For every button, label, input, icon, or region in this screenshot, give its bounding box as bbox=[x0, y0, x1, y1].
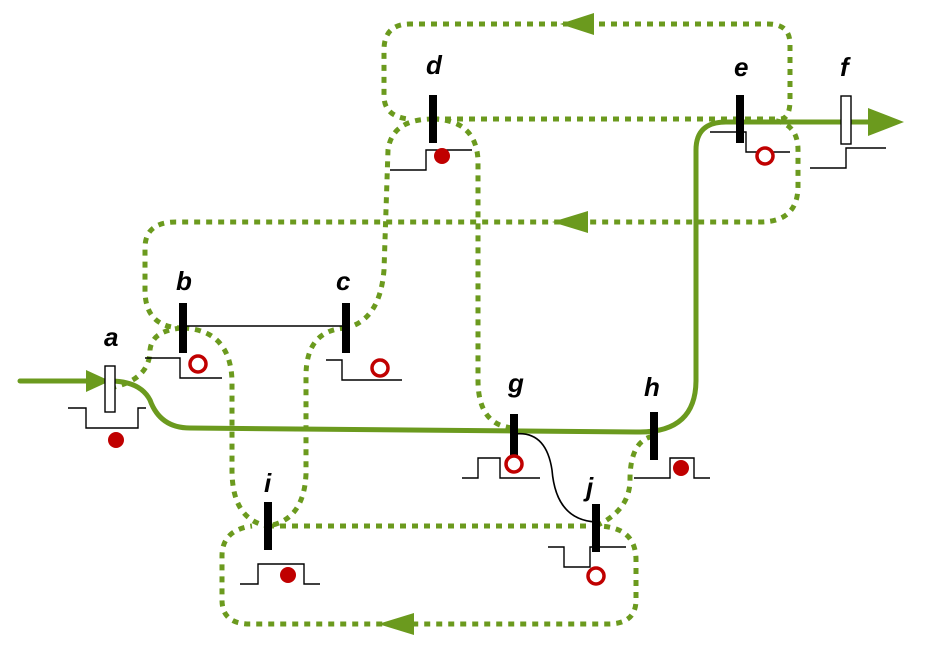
loop-top bbox=[381, 21, 793, 122]
main-flow bbox=[17, 108, 904, 435]
node-bars bbox=[104, 95, 852, 552]
node-label-i: i bbox=[264, 468, 272, 498]
token-j bbox=[586, 566, 606, 586]
step-signals bbox=[68, 131, 886, 585]
loop-b-i bbox=[182, 325, 269, 529]
dotted-loops bbox=[109, 13, 801, 635]
node-label-f: f bbox=[840, 52, 851, 82]
loop-d-g-right bbox=[432, 116, 515, 431]
signal-d bbox=[390, 149, 472, 171]
bar-d bbox=[429, 95, 437, 143]
thin-links bbox=[183, 325, 597, 523]
node-label-h: h bbox=[644, 372, 660, 402]
tokens bbox=[108, 146, 775, 586]
link-g-j bbox=[513, 432, 597, 523]
bar-b bbox=[179, 303, 187, 353]
signal-j bbox=[548, 546, 626, 568]
loop-c-i bbox=[267, 325, 347, 529]
token-e bbox=[755, 146, 775, 166]
signal-c bbox=[326, 359, 402, 381]
signal-h bbox=[634, 457, 710, 479]
token-i bbox=[280, 567, 296, 583]
loop-j-h bbox=[594, 433, 655, 529]
token-g bbox=[504, 454, 524, 474]
bar-i bbox=[264, 502, 272, 550]
token-a bbox=[108, 432, 124, 448]
signal-e bbox=[710, 131, 790, 153]
signal-f bbox=[810, 147, 886, 169]
token-d bbox=[434, 148, 450, 164]
arrow-top-loop bbox=[560, 13, 594, 35]
signal-b bbox=[145, 357, 222, 379]
loop-d-g bbox=[345, 116, 434, 331]
arrow-upper-loop bbox=[552, 211, 588, 233]
loop-bottom bbox=[219, 523, 639, 627]
loop-a-b bbox=[109, 325, 184, 391]
node-label-c: c bbox=[336, 266, 351, 296]
flow-input-arrow bbox=[86, 370, 110, 392]
bar-e bbox=[736, 95, 744, 143]
token-h bbox=[673, 460, 689, 476]
bar-j bbox=[592, 504, 600, 552]
bar-g bbox=[510, 414, 518, 462]
signal-a bbox=[68, 407, 146, 429]
bar-a bbox=[104, 365, 116, 413]
flow-output-arrow bbox=[868, 108, 904, 136]
node-label-a: a bbox=[104, 322, 118, 352]
node-labels: a b c d e f g h i j bbox=[104, 50, 851, 502]
loop-upper bbox=[142, 117, 801, 331]
flow-main-line bbox=[107, 119, 873, 435]
token-c bbox=[370, 358, 390, 378]
arrow-bottom-loop bbox=[378, 613, 414, 635]
signal-g bbox=[462, 457, 540, 479]
bar-h bbox=[650, 412, 658, 460]
node-label-b: b bbox=[176, 266, 192, 296]
signal-i bbox=[240, 563, 320, 585]
node-label-e: e bbox=[734, 52, 748, 82]
bar-c bbox=[342, 303, 350, 353]
token-b bbox=[188, 354, 208, 374]
bar-f bbox=[840, 95, 852, 145]
node-label-d: d bbox=[426, 50, 443, 80]
node-label-g: g bbox=[507, 368, 524, 398]
node-label-j: j bbox=[583, 472, 594, 502]
